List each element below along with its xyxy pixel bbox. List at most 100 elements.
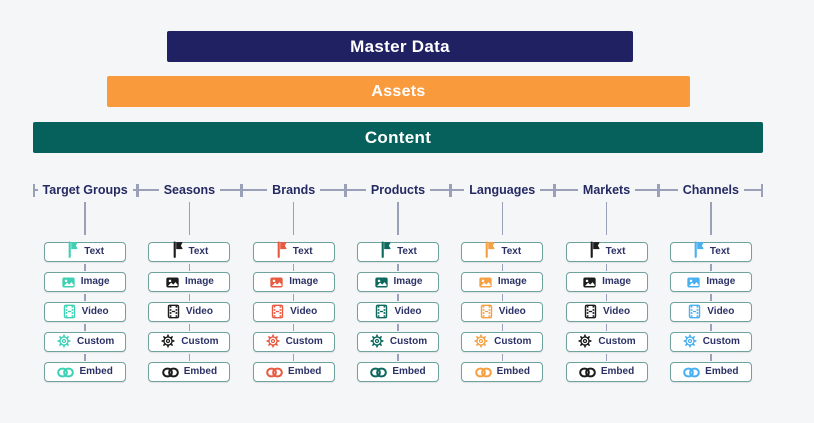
item-label: Image: [289, 276, 319, 287]
header-tick-right: [448, 183, 451, 197]
header-line: [555, 189, 578, 191]
layer-label: Master Data: [350, 36, 450, 56]
connector-line: [450, 198, 554, 242]
connector-dash: [292, 352, 295, 362]
item-box-text: Text: [44, 240, 127, 262]
image-icon: [478, 275, 493, 290]
item-label: Embed: [496, 366, 530, 377]
connector-dash: [188, 262, 191, 272]
item-box-embed: Embed: [148, 362, 231, 382]
item-label: Custom: [702, 336, 740, 347]
header-line: [220, 189, 241, 191]
connector-dash: [501, 262, 504, 272]
item-label: Text: [292, 246, 313, 257]
connector-dash: [84, 322, 86, 332]
item-box-text: Text: [461, 240, 544, 262]
video-icon: [166, 304, 181, 320]
item-label: Custom: [181, 336, 219, 347]
item-label: Text: [605, 246, 626, 257]
connector-dash: [84, 352, 86, 362]
connector-line: [659, 198, 763, 242]
layer-bar-content: Content: [33, 122, 763, 153]
header-line: [451, 189, 465, 191]
item-label: Custom: [389, 336, 428, 347]
connector-dash: [710, 352, 712, 362]
custom-icon: [56, 334, 72, 349]
connector-dash: [605, 262, 608, 272]
header-line: [138, 189, 159, 191]
connector-dash: [292, 322, 295, 332]
embed-icon: [579, 366, 596, 379]
item-label: Text: [501, 246, 522, 257]
item-box-custom: Custom: [669, 332, 752, 352]
video-icon: [583, 304, 598, 320]
header-line: [34, 189, 38, 191]
header-tick-left: [554, 183, 556, 197]
item-box-embed: Embed: [44, 362, 127, 382]
embed-icon: [57, 366, 75, 379]
item-label: Embed: [183, 366, 218, 377]
connector-dash: [188, 292, 191, 302]
text-icon: [483, 240, 496, 259]
item-box-video: Video: [44, 302, 127, 322]
item-label: Image: [706, 276, 736, 287]
item-box-image: Image: [356, 272, 439, 292]
item-label: Image: [393, 276, 423, 287]
item-label: Video: [603, 306, 631, 317]
column-header: Seasons: [137, 182, 242, 198]
column-label: Channels: [682, 183, 739, 197]
custom-icon: [577, 334, 593, 349]
header-tick-left: [450, 183, 452, 197]
image-icon: [686, 275, 701, 290]
custom-icon: [369, 334, 385, 349]
connector-dash: [84, 262, 86, 272]
header-tick-right: [344, 183, 346, 197]
item-box-video: Video: [356, 302, 439, 322]
connector-dash: [710, 322, 712, 332]
item-label: Text: [397, 246, 417, 257]
connector-dash: [84, 292, 86, 302]
header-line: [430, 189, 449, 191]
item-label: Custom: [285, 336, 323, 347]
connector-dash: [605, 352, 608, 362]
item-box-text: Text: [148, 240, 231, 262]
item-box-custom: Custom: [461, 332, 544, 352]
item-box-text: Text: [252, 240, 335, 262]
custom-icon: [682, 334, 698, 349]
layer-label: Assets: [371, 82, 426, 100]
item-box-image: Image: [252, 272, 335, 292]
embed-icon: [161, 366, 179, 379]
image-icon: [374, 275, 389, 290]
item-label: Custom: [598, 336, 636, 347]
item-box-image: Image: [148, 272, 231, 292]
item-label: Embed: [705, 366, 739, 377]
column-header: Channels: [658, 182, 763, 198]
item-label: Embed: [79, 366, 113, 377]
item-label: Custom: [77, 336, 115, 347]
connector-line: [33, 198, 137, 242]
item-label: Video: [185, 306, 213, 317]
item-label: Custom: [494, 336, 532, 347]
item-box-video: Video: [565, 302, 648, 322]
item-box-video: Video: [252, 302, 335, 322]
connector-line: [554, 198, 658, 242]
image-icon: [165, 275, 180, 290]
connector-dash: [397, 352, 399, 362]
header-tick-right: [657, 183, 659, 197]
text-icon: [588, 240, 601, 259]
column-header: Target Groups: [33, 182, 138, 198]
item-box-custom: Custom: [565, 332, 648, 352]
item-box-text: Text: [356, 240, 439, 262]
connector-dash: [710, 262, 712, 272]
column-label: Seasons: [163, 183, 216, 197]
item-label: Image: [602, 276, 631, 287]
item-box-image: Image: [44, 272, 127, 292]
column-label: Target Groups: [42, 183, 128, 197]
